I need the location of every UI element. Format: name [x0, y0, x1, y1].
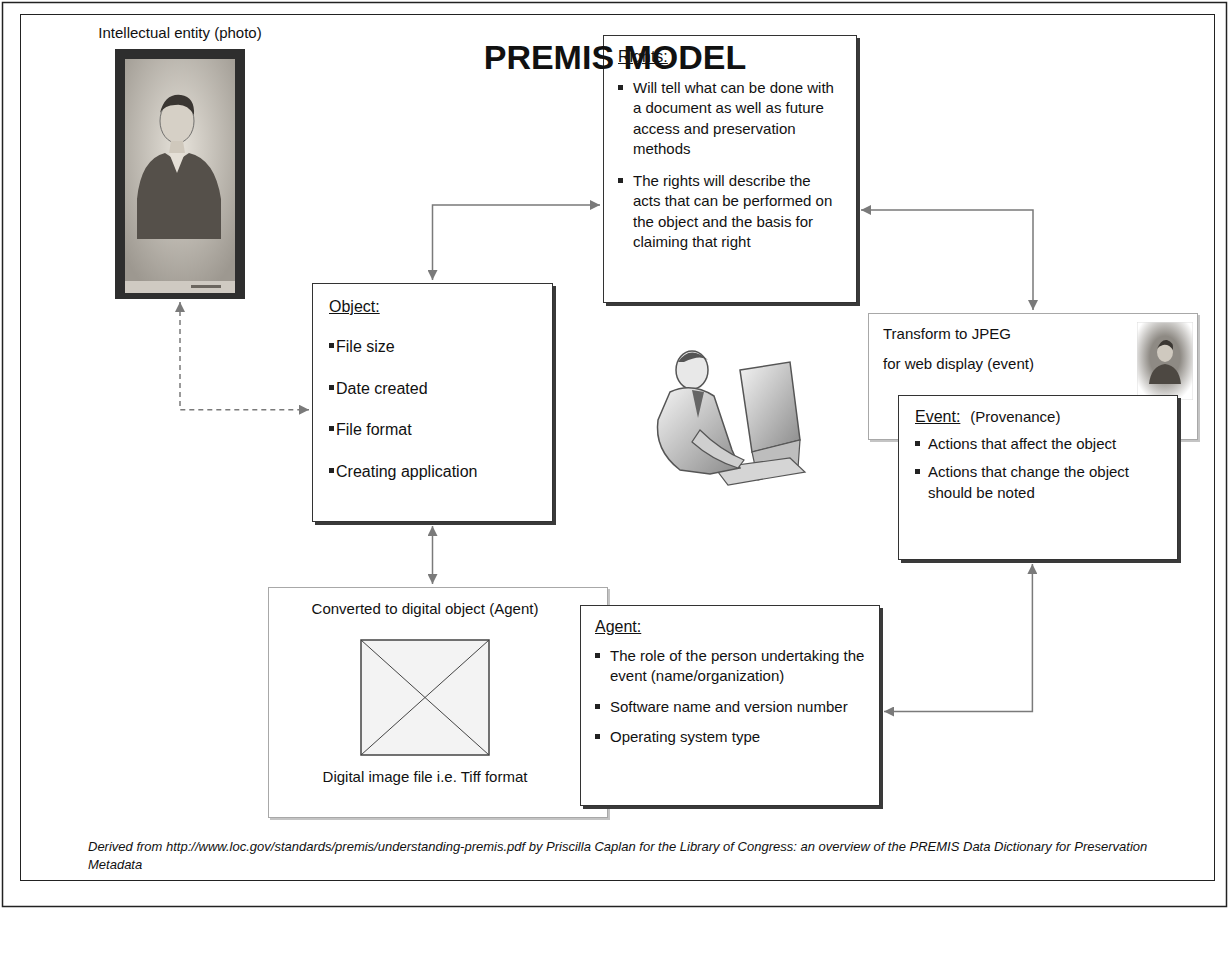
box-heading: Agent:	[595, 618, 865, 636]
bullet-square	[595, 734, 600, 739]
digital-object-box: Converted to digital object (Agent) Digit…	[268, 587, 608, 818]
event-box: Event: (Provenance) Actions that affect th…	[898, 395, 1178, 560]
box-heading: Event:	[915, 408, 960, 425]
intellectual-entity: Intellectual entity (photo)	[95, 24, 265, 299]
jpeg-thumbnail	[1137, 322, 1193, 400]
bullet-square	[915, 469, 920, 474]
bullet-text: Creating application	[336, 461, 477, 483]
bullet-text: File format	[336, 419, 412, 441]
connector-arrow	[861, 210, 1033, 310]
box-text: Converted to digital object (Agent)	[277, 600, 573, 617]
bullet-item: Operating system type	[595, 727, 865, 747]
entity-label: Intellectual entity (photo)	[95, 24, 265, 41]
bullet-text: File size	[336, 336, 395, 358]
connector-arrow	[432, 526, 434, 584]
agent-box: Agent: The role of the person undertaking…	[580, 605, 880, 806]
bullet-text: Date created	[336, 378, 428, 400]
box-text: Digital image file i.e. Tiff format	[277, 768, 573, 785]
heading-row: Event: (Provenance)	[915, 408, 1163, 426]
bullet-text: The role of the person undertaking the e…	[610, 646, 865, 687]
bullet-item: Actions that change the object should be…	[915, 462, 1163, 503]
computer-user-illustration	[640, 340, 810, 500]
bullet-square	[329, 426, 334, 431]
bullet-item: The rights will describe the acts that c…	[618, 171, 842, 252]
heading-note: (Provenance)	[970, 408, 1060, 425]
bullet-square	[595, 653, 600, 658]
bullet-text: Will tell what can be done with a docume…	[633, 78, 842, 159]
bullet-item: Will tell what can be done with a docume…	[618, 78, 842, 159]
connector-arrow	[884, 564, 1032, 712]
bullet-item: File format	[329, 419, 538, 441]
bullet-item: Software name and version number	[595, 697, 865, 717]
photo-illustration	[115, 49, 245, 299]
bullet-square	[595, 704, 600, 709]
bullet-text: Actions that affect the object	[928, 434, 1116, 454]
bullet-square	[329, 468, 334, 473]
bullet-square	[618, 178, 623, 183]
bullet-item: Actions that affect the object	[915, 434, 1163, 454]
source-caption: Derived from http://www.loc.gov/standard…	[88, 838, 1203, 873]
bullet-text: Software name and version number	[610, 697, 848, 717]
bullet-item: File size	[329, 336, 538, 358]
box-heading: Object:	[329, 298, 538, 316]
image-placeholder	[360, 639, 490, 756]
bullet-square	[329, 343, 334, 348]
bullet-text: Operating system type	[610, 727, 760, 747]
bullet-item: Date created	[329, 378, 538, 400]
bullet-square	[618, 85, 623, 90]
bullet-square	[329, 385, 334, 390]
diagram-title: PREMIS MODEL	[0, 38, 1230, 77]
connector-arrow	[433, 205, 601, 280]
connector-arrow	[180, 302, 309, 410]
bullet-text: Actions that change the object should be…	[928, 462, 1163, 503]
bullet-square	[915, 441, 920, 446]
event-text: for web display (event)	[883, 354, 1127, 374]
event-text: Transform to JPEG	[883, 324, 1127, 344]
bullet-text: The rights will describe the acts that c…	[633, 171, 842, 252]
bullet-item: The role of the person undertaking the e…	[595, 646, 865, 687]
object-box: Object: File sizeDate createdFile formatC…	[312, 283, 553, 522]
bullet-item: Creating application	[329, 461, 538, 483]
